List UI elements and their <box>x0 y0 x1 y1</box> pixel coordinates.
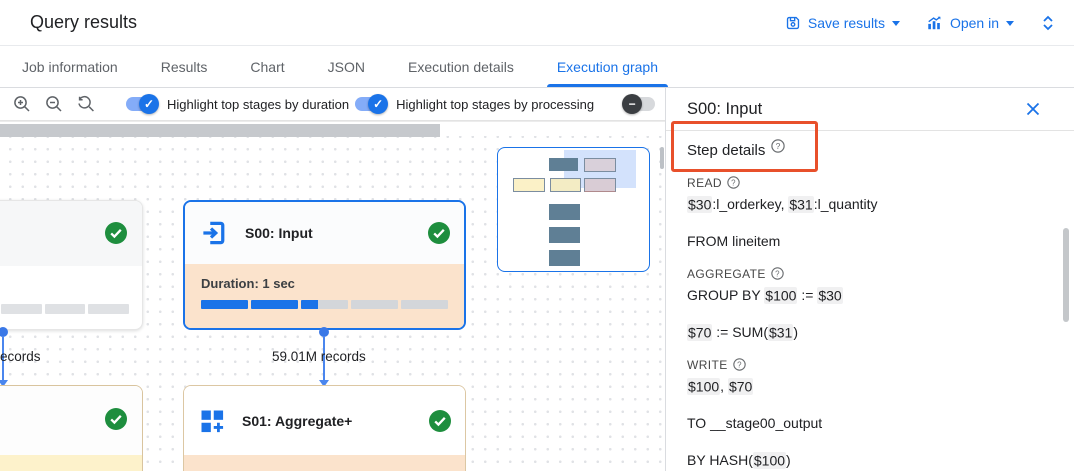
minimap-node <box>584 178 616 192</box>
panel-scrollbar-thumb[interactable] <box>1063 228 1069 322</box>
status-completed-icon <box>428 222 450 244</box>
minimap-node <box>550 178 581 192</box>
help-icon[interactable]: ? <box>771 139 786 153</box>
graph-vertical-scrollbar-thumb[interactable] <box>660 147 664 169</box>
highlight-duration-label: Highlight top stages by duration <box>167 96 350 112</box>
caret-down-icon <box>891 21 900 26</box>
svg-text:?: ? <box>775 269 780 278</box>
tab-chart[interactable]: Chart <box>250 58 285 75</box>
horizontal-scrollbar-thumb[interactable] <box>0 124 440 137</box>
help-icon[interactable]: ? <box>732 358 747 372</box>
zoom-in-icon[interactable] <box>12 94 32 114</box>
svg-text:?: ? <box>737 360 742 369</box>
stage-highlight-section <box>0 455 142 471</box>
stage-duration-section <box>184 455 465 471</box>
minimap-node <box>549 250 580 266</box>
open-in-button[interactable]: Open in <box>926 15 1014 31</box>
stage-node-s00[interactable]: S00: Input Duration: 1 sec <box>183 200 466 330</box>
duration-bar <box>201 300 448 309</box>
from-line: FROM lineitem <box>687 233 781 249</box>
highlight-processing-toggle[interactable]: ✓ <box>353 94 389 114</box>
stage-node-title: S01: Aggregate+ <box>242 412 353 429</box>
write-values: $100, $70 <box>687 377 754 395</box>
edge-record-count: 59.01M records <box>272 349 366 364</box>
step-details-panel: S00: Input Step details ? READ ? <box>666 88 1074 471</box>
insights-chart-icon <box>926 15 943 31</box>
panel-header: S00: Input <box>666 88 1074 131</box>
minimap-node <box>549 158 578 171</box>
tab-json[interactable]: JSON <box>327 58 365 75</box>
duration-bar-gray <box>1 304 130 314</box>
svg-text:?: ? <box>731 178 736 187</box>
save-results-button[interactable]: Save results <box>785 15 900 31</box>
sum-line: $70 := SUM($31) <box>687 323 799 341</box>
status-completed-icon <box>429 409 451 432</box>
minimap-node <box>549 227 580 243</box>
stage-node-header: S00: Input <box>185 202 464 264</box>
hash-line: BY HASH($100) <box>687 451 791 469</box>
horizontal-scrollbar-track[interactable] <box>0 121 665 137</box>
write-label: WRITE <box>687 358 728 372</box>
graph-minimap[interactable] <box>497 147 650 272</box>
stage-node-s01[interactable]: S01: Aggregate+ <box>183 385 466 471</box>
third-toggle-off[interactable]: − <box>622 94 657 114</box>
save-icon <box>785 15 801 31</box>
page-title: Query results <box>30 12 138 32</box>
panel-divider <box>665 88 666 471</box>
minimap-node <box>513 178 545 192</box>
tab-bar: Job information Results Chart JSON Execu… <box>0 46 1074 88</box>
to-line: TO __stage00_output <box>687 415 823 431</box>
stage-node-partial-top[interactable] <box>0 200 143 330</box>
input-stage-icon <box>199 218 229 248</box>
zoom-reset-icon[interactable] <box>76 94 96 114</box>
read-label: READ <box>687 176 722 190</box>
close-icon[interactable] <box>1025 101 1041 117</box>
edge-record-count-partial: ecords <box>0 349 41 364</box>
stage-duration-section: Duration: 1 sec <box>185 264 464 328</box>
aggregate-stage-icon <box>198 407 226 435</box>
svg-text:?: ? <box>776 141 781 151</box>
zoom-out-icon[interactable] <box>44 94 64 114</box>
read-label-row: READ ? <box>687 176 1053 190</box>
write-label-row: WRITE ? <box>687 358 1053 372</box>
tab-execution-details[interactable]: Execution details <box>407 58 514 75</box>
duration-label: Duration: 1 sec <box>201 276 295 291</box>
read-values: $30:l_orderkey, $31:l_quantity <box>687 195 878 213</box>
minimap-node <box>549 204 580 220</box>
panel-title: S00: Input <box>687 99 763 118</box>
status-completed-icon <box>105 408 127 430</box>
help-icon[interactable]: ? <box>771 267 785 281</box>
minimap-node <box>584 158 616 172</box>
panel-body: Step details ? READ ? $30:l_orderkey, $3… <box>666 139 1074 469</box>
tab-job-information[interactable]: Job information <box>22 58 118 75</box>
group-by-line: GROUP BY $100 := $30 <box>687 286 843 304</box>
highlight-processing-label: Highlight top stages by processing <box>396 96 595 112</box>
stage-node-partial-bottom[interactable] <box>0 385 143 471</box>
tab-execution-graph[interactable]: Execution graph <box>546 46 669 87</box>
stage-node-header: S01: Aggregate+ <box>184 386 465 455</box>
status-completed-icon <box>105 222 127 244</box>
step-details-heading: Step details ? <box>687 139 1053 159</box>
execution-graph-canvas[interactable]: S00: Input Duration: 1 sec <box>0 121 665 471</box>
save-results-label: Save results <box>807 15 885 31</box>
highlight-duration-toggle[interactable]: ✓ <box>124 94 159 114</box>
aggregate-label-row: AGGREGATE ? <box>687 267 1053 281</box>
aggregate-label: AGGREGATE <box>687 267 766 281</box>
header-actions: Save results Open in <box>785 0 1056 46</box>
graph-toolbar: ✓ Highlight top stages by duration ✓ Hig… <box>0 88 665 121</box>
collapse-expand-icon[interactable] <box>1040 13 1056 33</box>
step-details-label: Step details <box>687 142 766 159</box>
header: Query results Save results <box>0 0 1074 46</box>
help-icon[interactable]: ? <box>727 176 741 190</box>
open-in-label: Open in <box>949 15 999 31</box>
tab-results[interactable]: Results <box>160 58 208 75</box>
caret-down-icon <box>1006 21 1014 26</box>
stage-node-title: S00: Input <box>245 225 313 241</box>
